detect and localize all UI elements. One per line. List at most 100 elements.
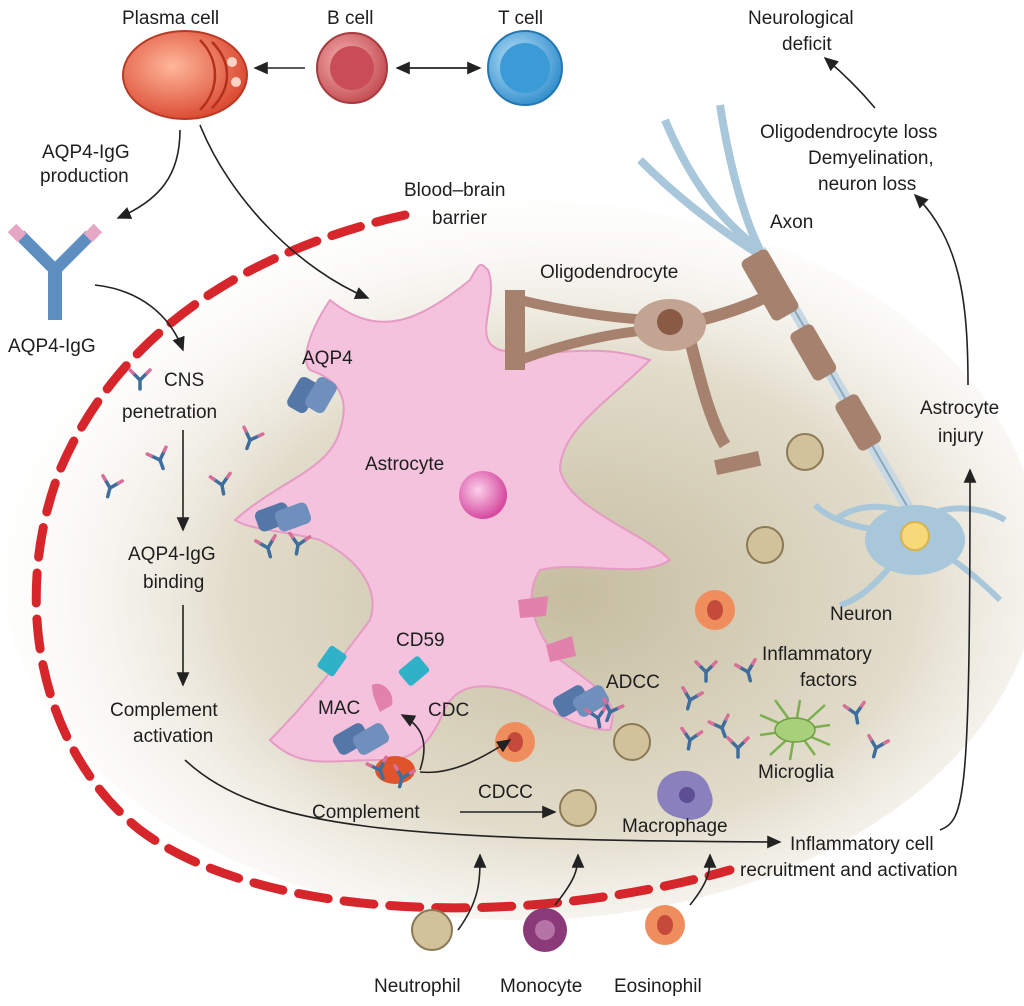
aqp4-label: AQP4 xyxy=(302,348,353,369)
axon-label: Axon xyxy=(770,212,813,233)
antibody-icon xyxy=(584,704,608,729)
antibody-icon xyxy=(254,534,277,559)
complement-label: Complement xyxy=(312,802,420,823)
cdcc-label: CDCC xyxy=(478,782,533,803)
recruitment-label-line2: recruitment and activation xyxy=(740,860,958,881)
neutrophil-icon xyxy=(613,723,651,761)
production-label-line1: AQP4-IgG xyxy=(42,142,130,163)
antibody-icon xyxy=(867,734,890,759)
cd59-protein xyxy=(398,656,430,686)
antibody-icon xyxy=(145,445,168,471)
eosinophil-label: Eosinophil xyxy=(614,976,702,997)
arrow-to-recruitment xyxy=(184,759,782,849)
astrocyte-injury-line1: Astrocyte xyxy=(920,398,999,419)
loss-label-line3: neuron loss xyxy=(818,174,916,195)
arrow-production xyxy=(116,129,181,219)
astrocyte-injury-line2: injury xyxy=(938,426,984,447)
cd59-label: CD59 xyxy=(396,630,445,651)
macrophage-label: Macrophage xyxy=(622,816,728,837)
antibody-icon xyxy=(393,764,416,789)
antibody-icon xyxy=(680,726,704,751)
complement-activation-line1: Complement xyxy=(110,700,218,721)
mac-pore xyxy=(372,683,393,712)
astrocyte-nucleus xyxy=(459,471,507,519)
macrophage-icon xyxy=(657,770,713,820)
t-cell-label: T cell xyxy=(498,8,543,29)
blood-brain-barrier xyxy=(31,210,735,913)
binding-label-line1: AQP4-IgG xyxy=(128,544,216,565)
cns-penetration-line2: penetration xyxy=(122,402,217,423)
binding-label-line2: binding xyxy=(143,572,204,593)
cns-penetration-line1: CNS xyxy=(164,370,204,391)
antibody-icon xyxy=(208,471,232,496)
antibody-icon xyxy=(288,531,312,556)
neutrophil-icon xyxy=(746,526,784,564)
aqp4-channel-icon xyxy=(332,723,390,755)
antibody-icon xyxy=(242,425,265,451)
t-cell-icon xyxy=(487,30,563,106)
aqp4-channel-icon xyxy=(254,502,312,532)
aqp4-channel-icon xyxy=(287,376,337,414)
arrow-monocyte-up xyxy=(554,853,585,906)
recruitment-label-line1: Inflammatory cell xyxy=(790,834,934,855)
deficit-label-line2: deficit xyxy=(782,34,832,55)
neutrophil-icon xyxy=(559,789,597,827)
deficit-label-line1: Neurological xyxy=(748,8,854,29)
production-label-line2: production xyxy=(40,166,129,187)
complement-activation-line2: activation xyxy=(133,726,213,747)
antibody-icon xyxy=(365,755,388,781)
bbb-label-line1: Blood–brain xyxy=(404,180,505,201)
bbb-label-line2: barrier xyxy=(432,208,488,229)
antibody-icon xyxy=(101,474,124,499)
antibody-icon xyxy=(726,736,750,759)
aqp4-channel-icon xyxy=(552,685,610,717)
microglia-icon xyxy=(759,699,831,761)
antibody-icon xyxy=(128,368,152,391)
neuron-cell xyxy=(637,104,1007,608)
neutrophil-icon xyxy=(786,433,824,471)
antibody-icon xyxy=(707,713,730,739)
monocyte-label: Monocyte xyxy=(500,976,582,997)
arrow-cdc xyxy=(400,714,425,771)
arrow-to-cns-penetration xyxy=(94,284,185,352)
antibody-icon xyxy=(734,658,757,683)
antibody-icon xyxy=(681,686,704,711)
cdc-label: CDC xyxy=(428,700,469,721)
antibody-icon xyxy=(842,700,866,725)
b-cell-label: B cell xyxy=(327,8,373,29)
monocyte-icon xyxy=(523,908,567,952)
antibody-icon xyxy=(602,697,625,723)
mac-pore xyxy=(518,596,548,618)
arrow-to-deficit xyxy=(823,56,876,109)
mac-pore xyxy=(546,636,576,662)
eosinophil-icon xyxy=(495,722,535,762)
oligodendrocyte-cell xyxy=(505,284,783,476)
arrow-complement-eosinophil xyxy=(419,739,512,774)
arrow-to-loss xyxy=(913,193,969,386)
aqp4-igg-label: AQP4-IgG xyxy=(8,336,96,357)
microglia-label: Microglia xyxy=(758,762,834,783)
inflammatory-factors-line2: factors xyxy=(800,670,857,691)
arrow-eosinophil-up xyxy=(689,853,717,906)
mac-label: MAC xyxy=(318,698,360,719)
antibody-icon xyxy=(7,223,103,320)
neutrophil-icon xyxy=(411,909,453,951)
arrow-to-astrocyte-injury xyxy=(939,468,977,831)
loss-label-line1: Oligodendrocyte loss xyxy=(760,122,937,143)
astrocyte-label: Astrocyte xyxy=(365,454,444,475)
b-cell-icon xyxy=(316,32,388,104)
cd59-protein xyxy=(317,645,347,677)
eosinophil-icon xyxy=(645,905,685,945)
oligodendrocyte-label: Oligodendrocyte xyxy=(540,262,678,283)
arrow-neutrophil-up xyxy=(457,853,487,931)
antibody-icon xyxy=(694,660,718,683)
plasma-cell-icon xyxy=(122,30,248,120)
neuron-label: Neuron xyxy=(830,604,892,625)
plasma-cell-label: Plasma cell xyxy=(122,8,219,29)
antibody-group xyxy=(101,368,890,789)
neutrophil-label: Neutrophil xyxy=(374,976,461,997)
loss-label-line2: Demyelination, xyxy=(808,148,934,169)
adcc-label: ADCC xyxy=(606,672,660,693)
inflammatory-factors-line1: Inflammatory xyxy=(762,644,872,665)
